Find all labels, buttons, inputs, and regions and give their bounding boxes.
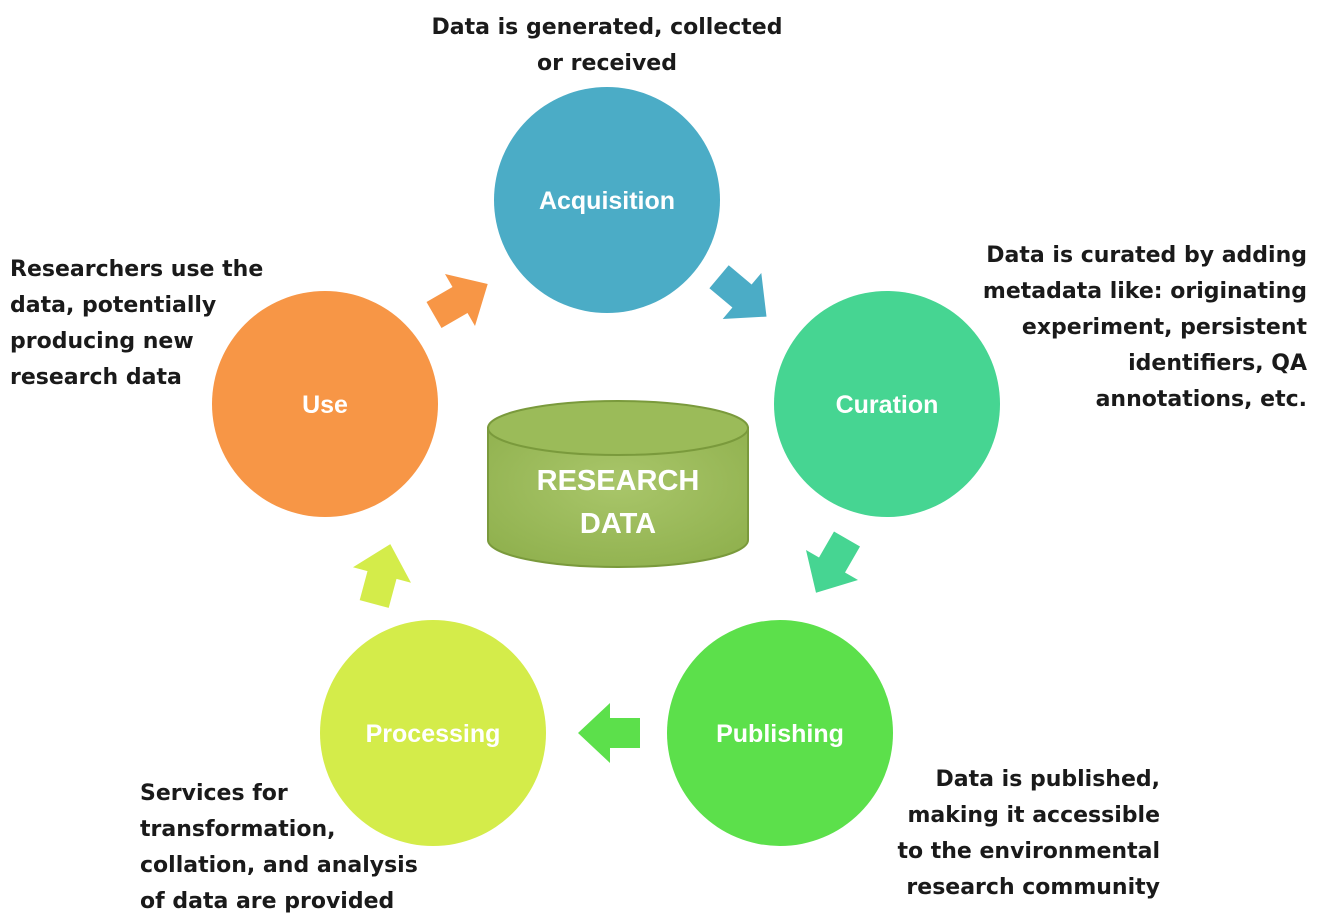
curation-note-line: annotations, etc. bbox=[1095, 387, 1307, 412]
curation-note-line: metadata like: originating bbox=[982, 279, 1307, 304]
publishing-note-line: research community bbox=[906, 875, 1160, 900]
curation-note-line: Data is curated by adding bbox=[986, 243, 1307, 268]
use-note-line: Researchers use the bbox=[10, 257, 264, 282]
acquisition-circle bbox=[494, 87, 720, 313]
use-circle bbox=[212, 291, 438, 517]
stage-publishing[interactable]: Publishing bbox=[667, 620, 893, 846]
processing-note-line: of data are provided bbox=[140, 889, 395, 914]
research-data-cylinder: RESEARCH DATA bbox=[487, 400, 749, 568]
processing-label: Processing bbox=[366, 720, 501, 748]
stage-processing[interactable]: Processing bbox=[320, 620, 546, 846]
cylinder-top bbox=[487, 400, 749, 456]
flow-arrows bbox=[353, 265, 860, 763]
use-note-line: producing new bbox=[10, 329, 194, 354]
curation-note: Data is curated by adding metadata like:… bbox=[927, 238, 1307, 418]
publishing-note-line: Data is published, bbox=[935, 767, 1160, 792]
publishing-note-line: making it accessible bbox=[907, 803, 1160, 828]
acquisition-note-line: or received bbox=[537, 51, 677, 76]
cylinder-body bbox=[487, 427, 749, 568]
acquisition-note: Data is generated, collected or received bbox=[400, 10, 814, 82]
publishing-label: Publishing bbox=[716, 720, 844, 748]
stage-acquisition[interactable]: Acquisition bbox=[494, 87, 720, 313]
publishing-note-line: to the environmental bbox=[897, 839, 1160, 864]
stage-use[interactable]: Use bbox=[212, 291, 438, 517]
processing-note-line: Services for bbox=[140, 781, 288, 806]
use-note-line: research data bbox=[10, 365, 182, 390]
arrow-acquisition-to-curation-icon bbox=[709, 265, 767, 319]
arrow-processing-to-use-icon bbox=[353, 544, 411, 608]
stage-curation[interactable]: Curation bbox=[774, 291, 1000, 517]
use-note-line: data, potentially bbox=[10, 293, 217, 318]
processing-note: Services for transformation, collation, … bbox=[140, 776, 470, 920]
acquisition-note-line: Data is generated, collected bbox=[431, 15, 783, 40]
publishing-circle bbox=[667, 620, 893, 846]
curation-circle bbox=[774, 291, 1000, 517]
curation-label: Curation bbox=[836, 391, 939, 419]
publishing-note: Data is published, making it accessible … bbox=[820, 762, 1160, 906]
arrow-publishing-to-processing-icon bbox=[578, 703, 640, 763]
use-label: Use bbox=[302, 391, 348, 419]
processing-note-line: transformation, bbox=[140, 817, 336, 842]
processing-note-line: collation, and analysis bbox=[140, 853, 418, 878]
center-label-line2: DATA bbox=[580, 508, 656, 540]
acquisition-label: Acquisition bbox=[539, 187, 675, 215]
curation-note-line: identifiers, QA bbox=[1128, 351, 1307, 376]
arrow-curation-to-publishing-icon bbox=[806, 531, 860, 593]
use-note: Researchers use the data, potentially pr… bbox=[10, 252, 300, 396]
arrow-use-to-acquisition-icon bbox=[426, 274, 488, 328]
center-label-line1: RESEARCH bbox=[537, 465, 700, 497]
processing-circle bbox=[320, 620, 546, 846]
curation-note-line: experiment, persistent bbox=[1021, 315, 1307, 340]
